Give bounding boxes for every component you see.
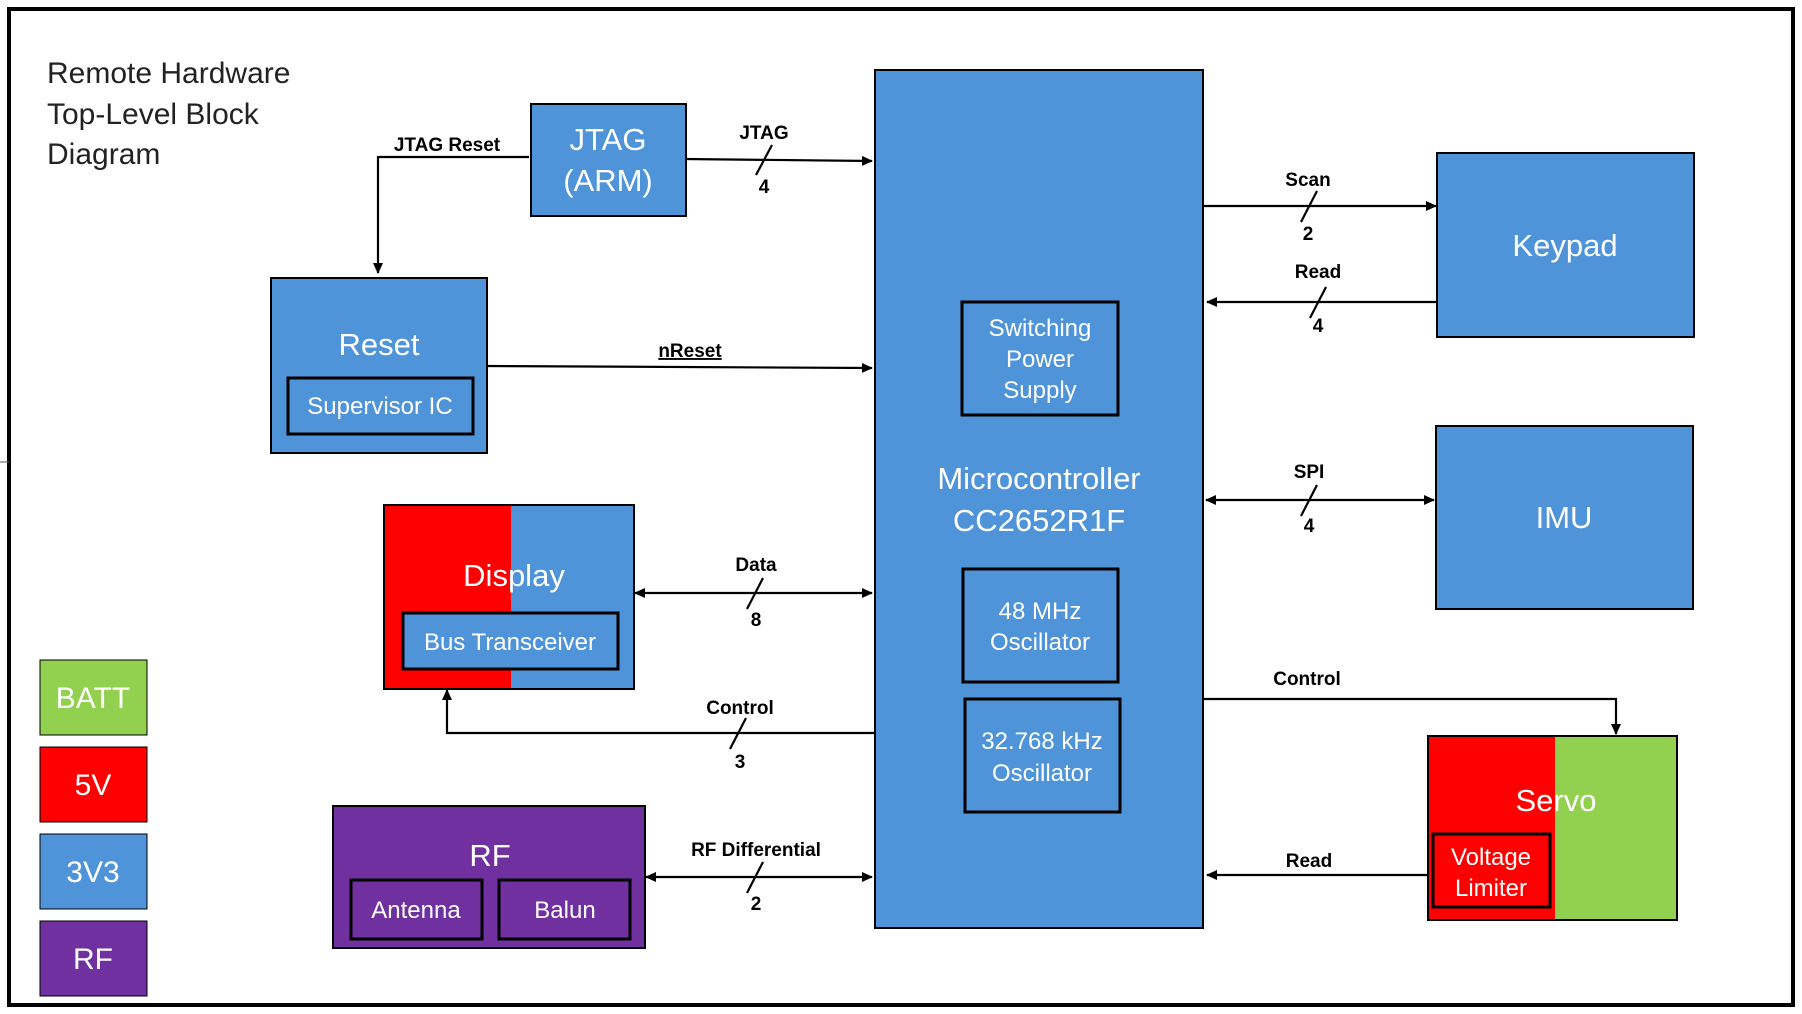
bus-transceiver-label: Bus Transceiver [424,629,596,656]
legend-swatch-rf [39,920,148,997]
data-bus-label: Data [735,555,777,576]
read-keypad-width: 4 [1313,316,1324,337]
jtag-bus-label: JTAG [739,123,788,144]
read-servo-label: Read [1286,851,1332,872]
voltage-limiter-line-1: Voltage [1451,844,1531,871]
control-display-width: 3 [735,752,746,773]
legend-label-3v3: 3V3 [66,856,119,889]
jtag-block-line-1: JTAG [570,122,647,157]
legend: BATT 5V 3V3 RF [39,659,148,997]
rf-block-label: RF [469,838,510,873]
rf-diff-width: 2 [751,894,762,915]
title-line-2: Top-Level Block [47,98,260,131]
keypad-block: Keypad [1436,152,1695,338]
nreset-label: nReset [658,341,722,362]
spi-width: 4 [1304,516,1315,537]
jtag-bus-wire [683,155,873,166]
legend-label-rf: RF [73,943,113,976]
legend-swatch-5v [39,746,148,823]
title-line-3: Diagram [47,138,160,171]
supervisor-ic-label: Supervisor IC [307,393,452,420]
legend-swatch-batt [39,659,148,736]
microcontroller-block: Switching Power Supply Microcontroller C… [874,69,1204,929]
display-block: Display Bus Transceiver [383,504,635,690]
title-line-1: Remote Hardware [47,57,290,90]
antenna-label: Antenna [371,897,461,924]
data-bus-slash [746,577,764,610]
osc48-line-1: 48 MHz [999,598,1082,625]
control-display-slash [729,717,747,750]
imu-block: IMU [1435,425,1694,610]
switching-line-1: Switching [989,315,1092,342]
control-servo-wire [1204,697,1621,735]
osc32-line-1: 32.768 kHz [981,728,1102,755]
rf-block: RF Antenna Balun [332,805,646,949]
data-bus-width: 8 [751,610,762,631]
control-servo-label: Control [1273,669,1341,690]
legend-label-batt: BATT [56,682,130,715]
spi-slash [1300,484,1318,517]
spi-label: SPI [1294,462,1325,483]
jtag-bus-slash [755,144,773,176]
switching-line-2: Power [1006,346,1074,373]
rf-diff-slash [746,861,764,894]
voltage-limiter-line-2: Limiter [1455,875,1527,902]
servo-block-label: Servo [1516,783,1597,818]
scan-slash [1300,190,1318,223]
display-block-label: Display [463,558,565,593]
rf-diff-label: RF Differential [691,840,821,861]
read-keypad-label: Read [1295,262,1341,283]
legend-label-5v: 5V [75,769,112,802]
switching-line-3: Supply [1003,377,1076,404]
scan-width: 2 [1303,224,1314,245]
scan-label: Scan [1285,170,1330,191]
nreset-wire [486,362,873,373]
jtag-reset-label: JTAG Reset [394,135,501,156]
imu-block-label: IMU [1536,500,1593,535]
jtag-bus-width: 4 [759,177,770,198]
osc48-line-2: Oscillator [990,629,1090,656]
diagram-title: Remote Hardware Top-Level Block Diagram [47,57,290,171]
control-display-label: Control [706,698,774,719]
reset-block-label: Reset [339,327,420,362]
mcu-line-2: CC2652R1F [953,503,1125,538]
mcu-line-1: Microcontroller [937,461,1140,496]
keypad-block-label: Keypad [1512,228,1617,263]
read-keypad-slash [1309,286,1327,319]
jtag-block: JTAG (ARM) [530,103,687,217]
reset-block: Reset Supervisor IC [270,277,488,454]
legend-swatch-3v3 [39,833,148,910]
control-display-wire [442,689,874,735]
jtag-block-line-2: (ARM) [563,163,653,198]
osc32-line-2: Oscillator [992,760,1092,787]
balun-label: Balun [534,897,595,924]
jtag-reset-wire [373,155,529,274]
servo-block: Servo Voltage Limiter [1427,735,1678,921]
